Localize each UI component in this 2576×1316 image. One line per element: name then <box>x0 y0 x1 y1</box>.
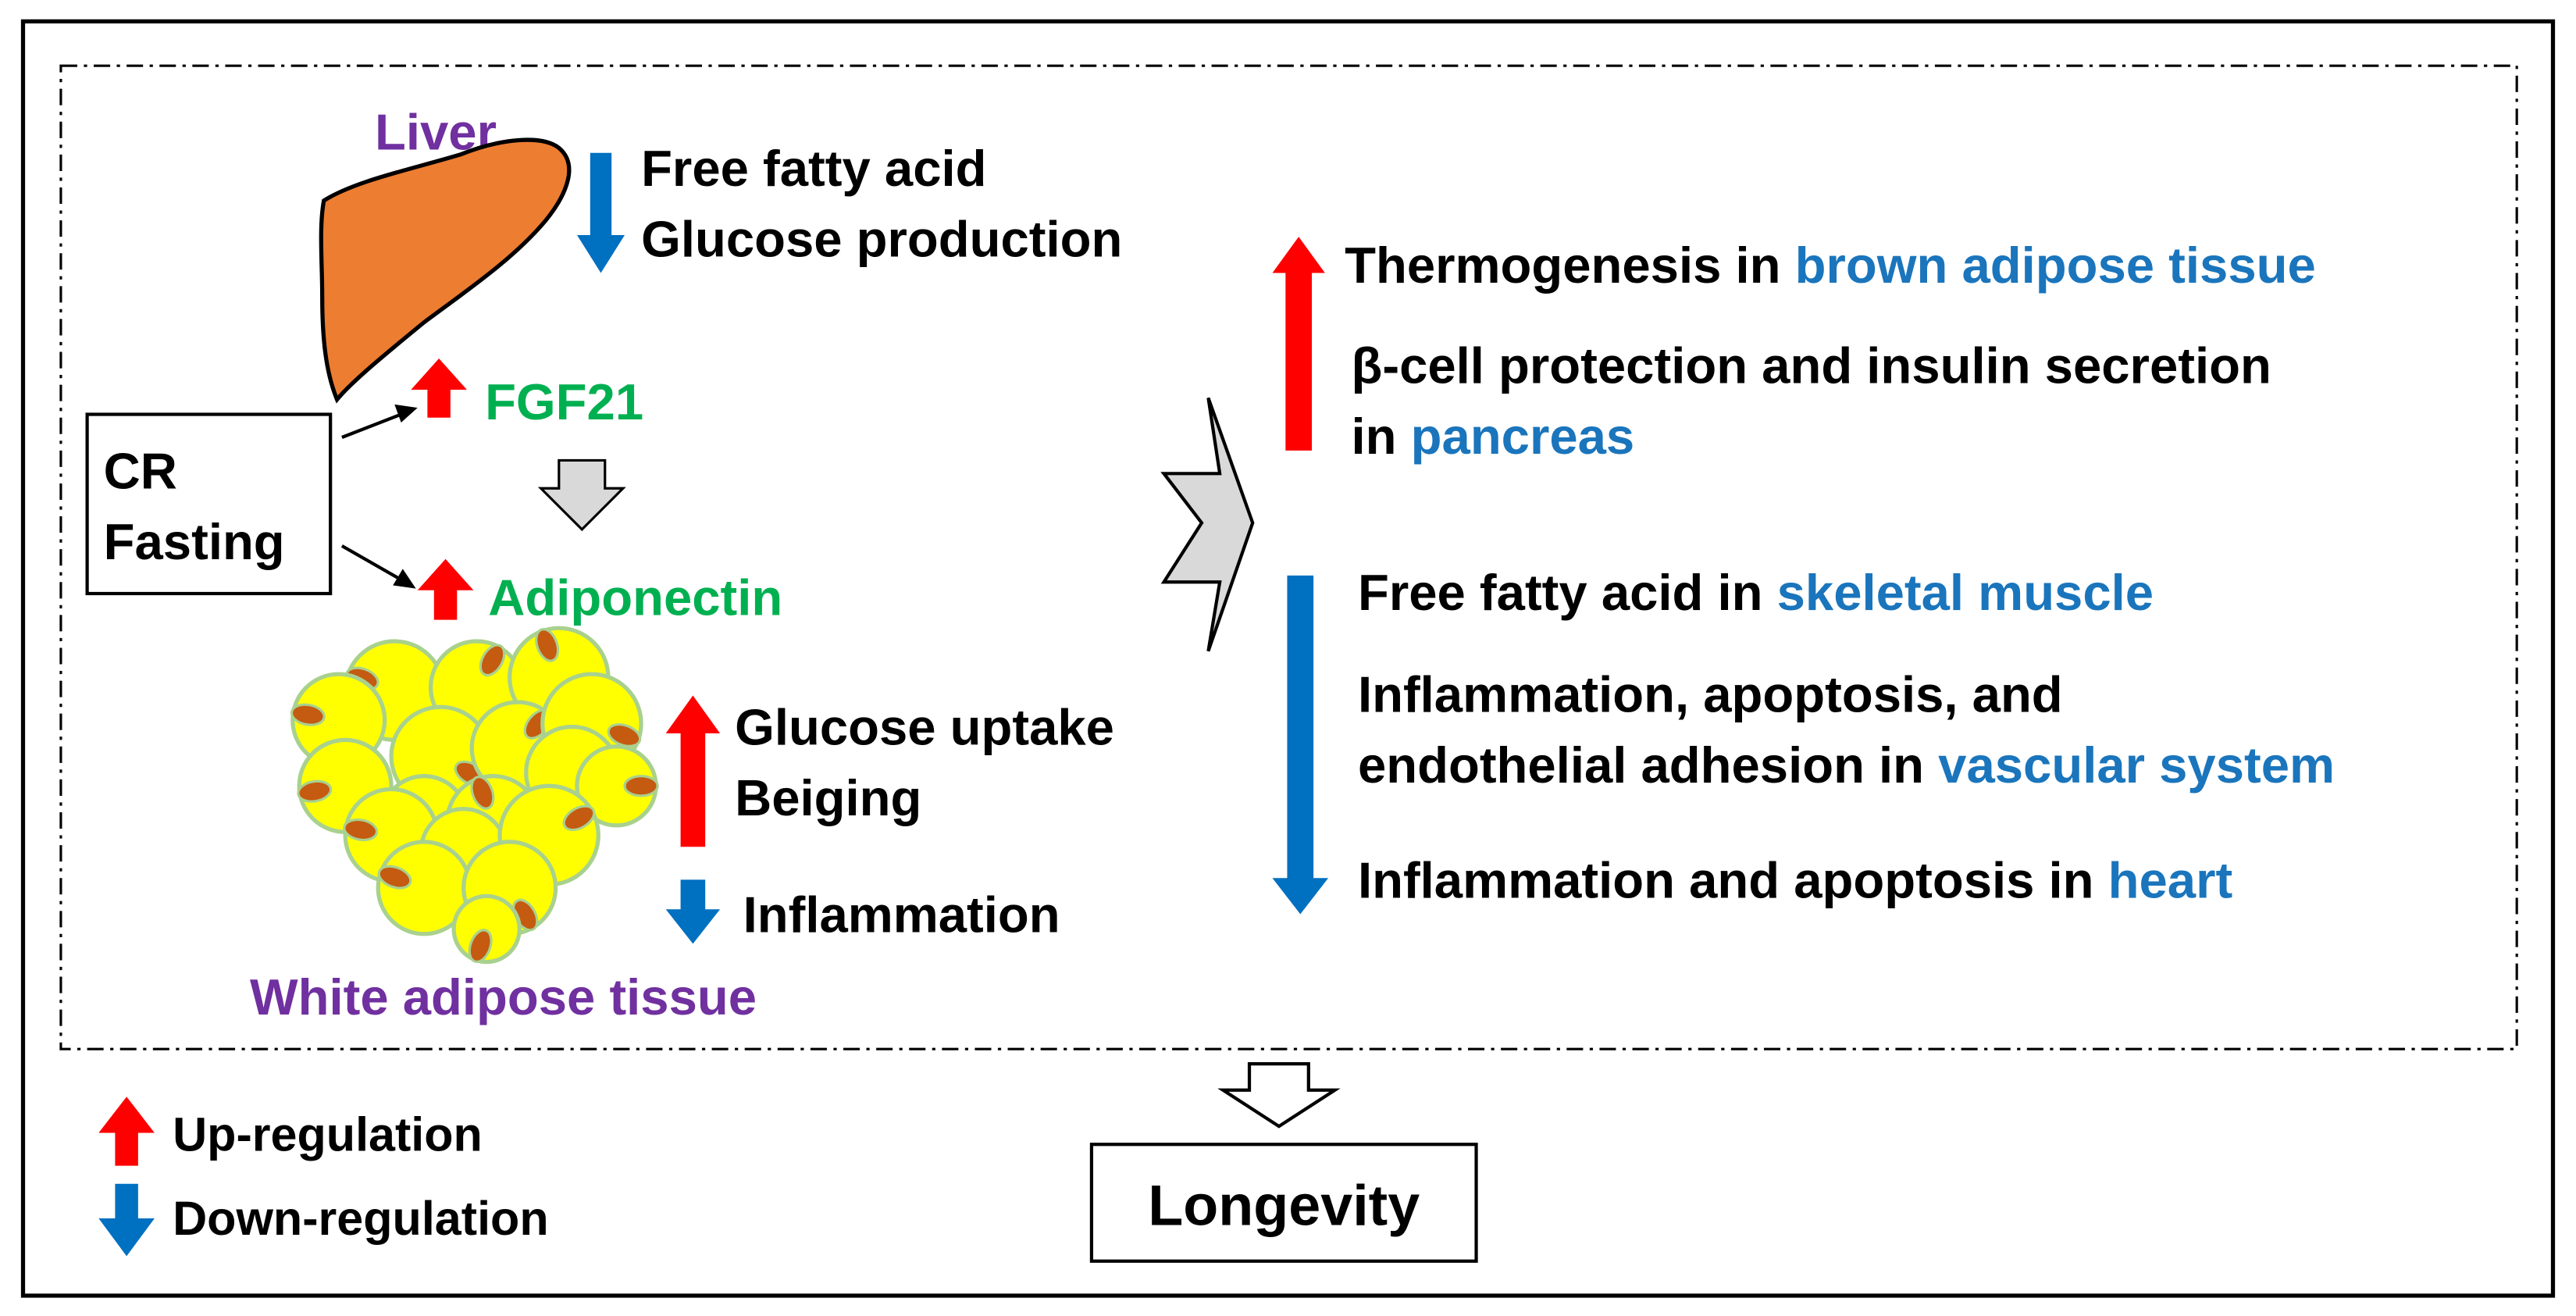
adipocyte-nucleus <box>470 776 495 810</box>
effect-heart-highlight: heart <box>2108 851 2233 908</box>
legend-down-arrow-icon <box>98 1183 155 1257</box>
effect-thermogenesis-text: Thermogenesis in <box>1345 237 1795 294</box>
adipocyte-nucleus <box>535 628 560 662</box>
longevity-label: Longevity <box>1148 1172 1420 1237</box>
wat-effect-inflammation: Inflammation <box>743 886 1060 943</box>
effect-vascular-prefix: endothelial adhesion in <box>1358 736 1938 794</box>
systemic-up-arrow-icon <box>1272 237 1325 451</box>
intervention-cr: CR <box>104 442 177 499</box>
intervention-fasting: Fasting <box>104 513 285 570</box>
effect-vascular-highlight: vascular system <box>1938 736 2335 794</box>
outcome-arrow-icon <box>1217 1062 1341 1129</box>
effect-beta-cell-line2: in pancreas <box>1352 408 1635 465</box>
effect-thermogenesis-highlight: brown adipose tissue <box>1795 237 2316 294</box>
liver-icon <box>319 137 572 404</box>
effect-skeletal-muscle: Free fatty acid in skeletal muscle <box>1358 564 2154 621</box>
adipocyte-nucleus <box>479 644 506 677</box>
liver-down-arrow-icon <box>576 152 625 273</box>
effect-beta-cell-line1: β-cell protection and insulin secretion <box>1352 337 2271 394</box>
adipocyte-nucleus <box>377 865 412 890</box>
fgf21-to-adiponectin-arrow-icon <box>537 458 626 532</box>
systemic-down-arrow-icon <box>1272 575 1329 915</box>
fgf21-label: FGF21 <box>485 373 643 430</box>
liver-effect-glucose-production: Glucose production <box>641 210 1122 267</box>
adiponectin-up-arrow-icon <box>417 558 474 620</box>
effect-beta-cell-prefix: in <box>1352 408 1411 465</box>
adipocyte-nucleus <box>607 723 642 747</box>
adipocyte-nucleus <box>290 703 326 726</box>
longevity-box <box>1089 1143 1478 1263</box>
effect-skeletal-muscle-text: Free fatty acid in <box>1358 564 1777 621</box>
adipocyte-cluster-icon <box>290 626 659 965</box>
arrow-to-fgf21-head <box>394 404 418 423</box>
effect-vascular-line1: Inflammation, apoptosis, and <box>1358 666 2063 723</box>
fgf21-up-arrow-icon <box>411 358 467 418</box>
adipocyte-nucleus <box>623 775 659 797</box>
effect-heart: Inflammation and apoptosis in heart <box>1358 851 2232 908</box>
adiponectin-label: Adiponectin <box>488 569 782 626</box>
inner-dashed-frame <box>59 64 2518 1050</box>
effect-vascular-line2: endothelial adhesion in vascular system <box>1358 736 2335 794</box>
arrow-to-adiponectin-head <box>393 569 416 589</box>
effect-skeletal-muscle-highlight: skeletal muscle <box>1777 564 2154 621</box>
arrow-to-fgf21 <box>341 412 402 439</box>
arrow-to-adiponectin <box>340 544 401 580</box>
legend-up-label: Up-regulation <box>173 1108 483 1161</box>
intervention-box <box>85 412 333 596</box>
legend-down-label: Down-regulation <box>173 1192 549 1245</box>
big-chevron-arrow-icon <box>1160 397 1255 652</box>
wat-down-arrow-icon <box>665 879 721 944</box>
adipocyte-nucleus <box>297 779 333 803</box>
adipocyte-nucleus <box>343 818 379 842</box>
wat-effect-glucose-uptake: Glucose uptake <box>735 699 1114 756</box>
liver-effect-free-fatty-acid: Free fatty acid <box>641 140 986 197</box>
adipocyte-nucleus <box>562 804 596 832</box>
effect-heart-text: Inflammation and apoptosis in <box>1358 851 2108 908</box>
white-adipose-label: White adipose tissue <box>250 968 757 1025</box>
effect-beta-cell-highlight: pancreas <box>1411 408 1635 465</box>
effect-thermogenesis: Thermogenesis in brown adipose tissue <box>1345 237 2316 294</box>
legend-up-arrow-icon <box>98 1097 155 1166</box>
wat-up-arrow-icon <box>665 695 721 847</box>
wat-effect-beiging: Beiging <box>735 769 921 826</box>
adipocyte-nucleus <box>468 929 493 963</box>
